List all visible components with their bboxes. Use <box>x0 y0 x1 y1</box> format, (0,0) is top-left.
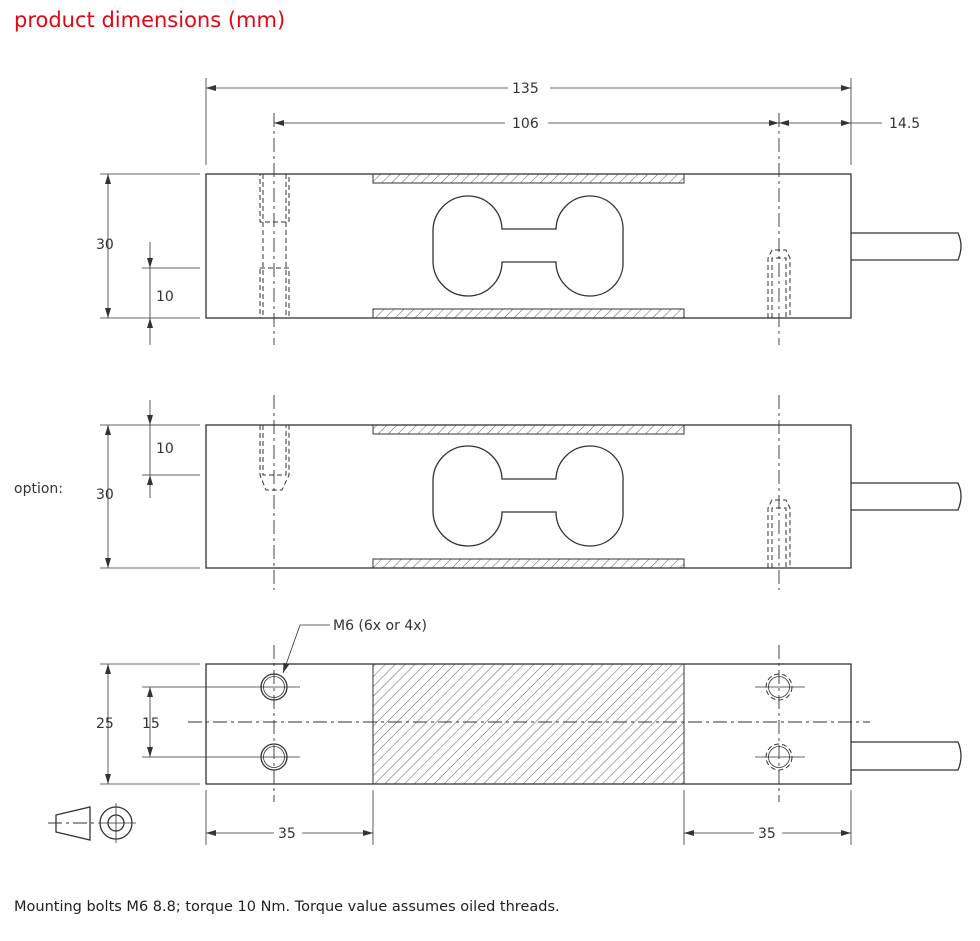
option-label: option: <box>14 481 63 497</box>
dim-14-5: 14.5 <box>889 116 920 132</box>
mounting-note: Mounting bolts M6 8.8; torque 10 Nm. Tor… <box>14 899 560 915</box>
side-view-standard: 30 10 <box>96 173 962 345</box>
dim-25: 25 <box>96 716 114 732</box>
dim-35-right: 35 <box>758 826 776 842</box>
dim-35-left: 35 <box>278 826 296 842</box>
page-title: product dimensions (mm) <box>14 8 286 32</box>
dim-135: 135 <box>512 81 539 97</box>
top-view: M6 (6x or 4x) 25 15 35 35 <box>96 618 962 845</box>
mounting-holes <box>142 645 805 802</box>
dim-10-top: 10 <box>156 289 174 305</box>
dim-10-option: 10 <box>156 441 174 457</box>
dim-15: 15 <box>142 716 160 732</box>
dim-30-top: 30 <box>96 237 114 253</box>
top-dimensions: 135 106 14.5 <box>205 78 920 345</box>
thread-callout: M6 (6x or 4x) <box>333 618 427 634</box>
side-view-option: option: 30 10 <box>14 395 962 590</box>
dim-106: 106 <box>512 116 539 132</box>
projection-symbol-icon <box>48 803 136 843</box>
dim-30-option: 30 <box>96 487 114 503</box>
